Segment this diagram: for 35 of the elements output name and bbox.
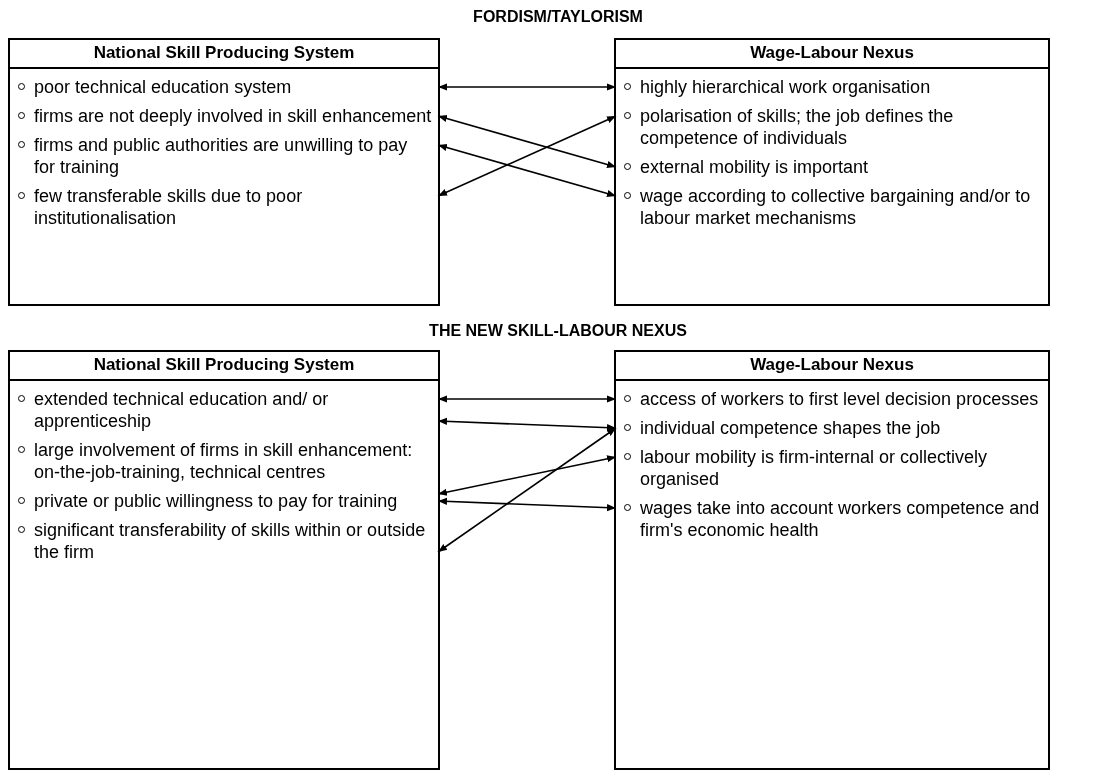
bullet-item: highly hierarchical work organisation xyxy=(616,76,1048,98)
bullet-item: access of workers to first level decision processes xyxy=(616,388,1048,410)
double-arrow xyxy=(437,115,617,168)
bullet-item: private or public willingness to pay for training xyxy=(10,490,438,512)
double-arrow xyxy=(437,455,617,496)
section-heading: FORDISM/TAYLORISM xyxy=(473,8,643,26)
double-arrow xyxy=(437,83,617,91)
bullet-item: large involvement of firms in skill enhancement: on-the-job-training, technical centres xyxy=(10,439,438,483)
panel-heading: Wage-Labour Nexus xyxy=(616,352,1048,381)
bullet-item: extended technical education and/ or apprenticeship xyxy=(10,388,438,432)
double-arrow xyxy=(437,395,617,403)
bullet-item: labour mobility is firm-internal or collectively organised xyxy=(616,446,1048,490)
double-arrow xyxy=(437,115,617,197)
bullet-item: significant transferability of skills within or outside the firm xyxy=(10,519,438,563)
panel-heading: National Skill Producing System xyxy=(10,352,438,381)
panel-box xyxy=(8,350,440,770)
panel-box xyxy=(614,38,1050,306)
double-arrow xyxy=(437,427,617,553)
section-heading: THE NEW SKILL-LABOUR NEXUS xyxy=(429,322,687,340)
bullet-item: polarisation of skills; the job defines the competence of individuals xyxy=(616,105,1048,149)
panel-box xyxy=(614,350,1050,770)
panel-heading: Wage-Labour Nexus xyxy=(616,40,1048,69)
bullet-item: individual competence shapes the job xyxy=(616,417,1048,439)
bullet-item: wages take into account workers competence and firm's economic health xyxy=(616,497,1048,541)
double-arrow xyxy=(437,417,617,432)
double-arrow xyxy=(437,497,617,512)
bullet-item: firms and public authorities are unwilling to pay for training xyxy=(10,134,438,178)
bullet-item: few transferable skills due to poor institutionalisation xyxy=(10,185,438,229)
double-arrow xyxy=(437,144,617,197)
panel-heading: National Skill Producing System xyxy=(10,40,438,69)
panel-box xyxy=(8,38,440,306)
bullet-item: poor technical education system xyxy=(10,76,438,98)
bullet-item: wage according to collective bargaining and/or to labour market mechanisms xyxy=(616,185,1048,229)
bullet-item: external mobility is important xyxy=(616,156,1048,178)
bullet-item: firms are not deeply involved in skill enhancement xyxy=(10,105,438,127)
